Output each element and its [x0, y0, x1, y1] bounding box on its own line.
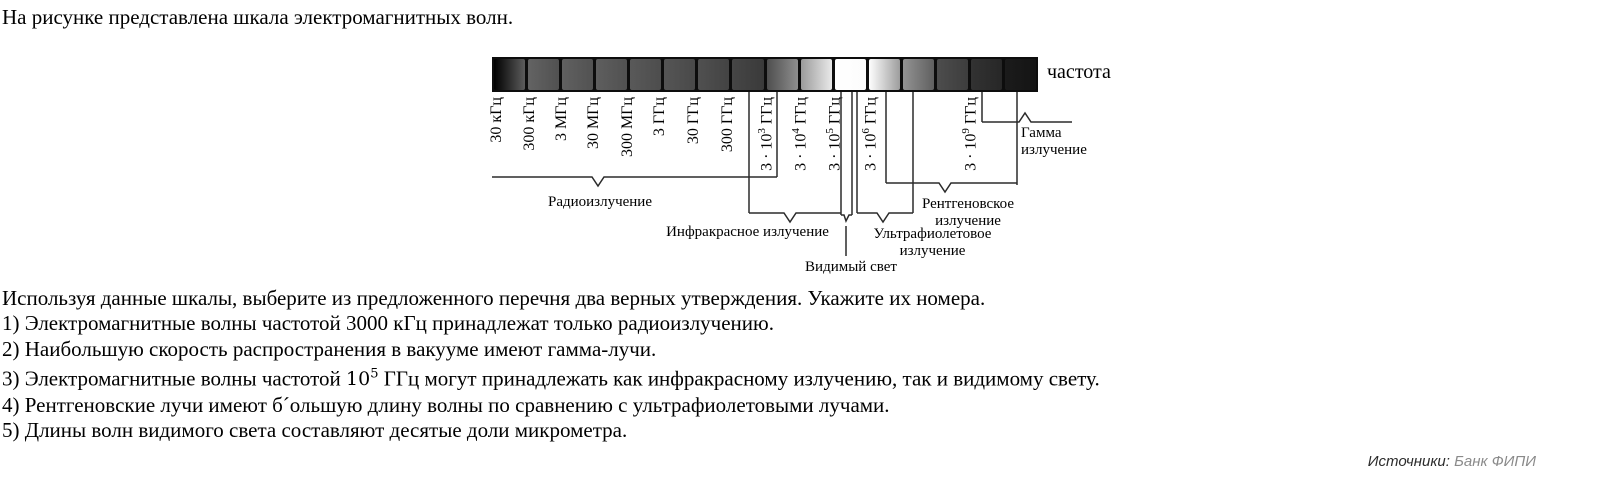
spectrum-bar-segment: [698, 59, 730, 90]
region-label-ultraviolet: Ультрафиолетовое излучение: [873, 226, 992, 259]
spectrum-bar-segment: [664, 59, 696, 90]
spectrum-bar: [492, 57, 1038, 92]
bracket-gamma: [982, 111, 1072, 123]
frequency-tick-label: 300 МГц: [619, 97, 636, 158]
spectrum-bar-segment: [902, 59, 934, 90]
source-prefix: Источники:: [1367, 453, 1450, 470]
statement-5: 5) Длины волн видимого света составляют …: [2, 417, 628, 442]
spectrum-bar-segment: [834, 59, 866, 90]
statement-2: 2) Наибольшую скорость распространения в…: [2, 336, 657, 361]
spectrum-bar-segment: [766, 59, 798, 90]
bracket-xray: [886, 182, 1017, 194]
spectrum-bar-segment: [596, 59, 628, 90]
frequency-tick-label: 3 ГГц: [651, 97, 668, 137]
frequency-axis-label: частота: [1047, 61, 1111, 83]
region-label-visible: Видимый свет: [805, 259, 897, 275]
statements-list: 1) Электромагнитные волны частотой 3000 …: [2, 311, 1100, 443]
spectrum-bar-segment: [494, 59, 526, 90]
frequency-tick-label: 30 кГц: [488, 97, 505, 143]
region-label-xray: Рентгеновское излучение: [921, 196, 1015, 229]
frequency-tick-label: 30 МГц: [585, 97, 602, 150]
spectrum-bar-segment: [936, 59, 968, 90]
spectrum-bar-segment: [800, 59, 832, 90]
statement-4: 4) Рентгеновские лучи имеют б´ольшую дли…: [2, 392, 890, 417]
frequency-tick-label: 3 · 105 ГГц: [824, 97, 844, 171]
frequency-tick-label: 300 ГГц: [719, 97, 736, 153]
spectrum-bar-segment: [562, 59, 594, 90]
spectrum-bar-segment: [630, 59, 662, 90]
frequency-tick-label: 3 · 104 ГГц: [790, 97, 810, 171]
statement-3: 3) Электромагнитные волны частотой 105 Г…: [2, 366, 1100, 391]
intro-text: На рисунке представлена шкала электромаг…: [2, 5, 514, 29]
bracket-radio: [492, 176, 777, 188]
spectrum-bar-segment: [868, 59, 900, 90]
statement-1: 1) Электромагнитные волны частотой 3000 …: [2, 311, 774, 336]
frequency-tick-label: 3 МГц: [553, 97, 570, 142]
frequency-tick-label: 3 · 103 ГГц: [756, 97, 776, 171]
frequency-tick-label: 3 · 106 ГГц: [860, 97, 880, 171]
region-label-radio: Радиоизлучение: [547, 194, 652, 210]
spectrum-bar-segment: [528, 59, 560, 90]
spectrum-bar-segment: [1004, 59, 1036, 90]
frequency-tick-label: 3 · 109 ГГц: [960, 97, 980, 171]
math-expression: 105: [346, 366, 379, 391]
question-text: Используя данные шкалы, выберите из пред…: [2, 286, 986, 310]
frequency-tick-label: 300 кГц: [521, 97, 538, 151]
question-block: Используя данные шкалы, выберите из пред…: [2, 286, 1100, 443]
spectrum-bar-segment: [970, 59, 1002, 90]
bracket-infrared: [749, 212, 841, 224]
bracket-visible: [841, 214, 852, 223]
region-label-gamma: Гамма излучение: [1021, 125, 1087, 158]
frequency-tick-label: 30 ГГц: [685, 97, 702, 145]
region-label-infrared: Инфракрасное излучение: [666, 224, 829, 240]
spectrum-bar-segment: [732, 59, 764, 90]
source-attribution: Источники: Банк ФИПИ: [1368, 453, 1536, 470]
source-value: Банк ФИПИ: [1454, 453, 1536, 470]
